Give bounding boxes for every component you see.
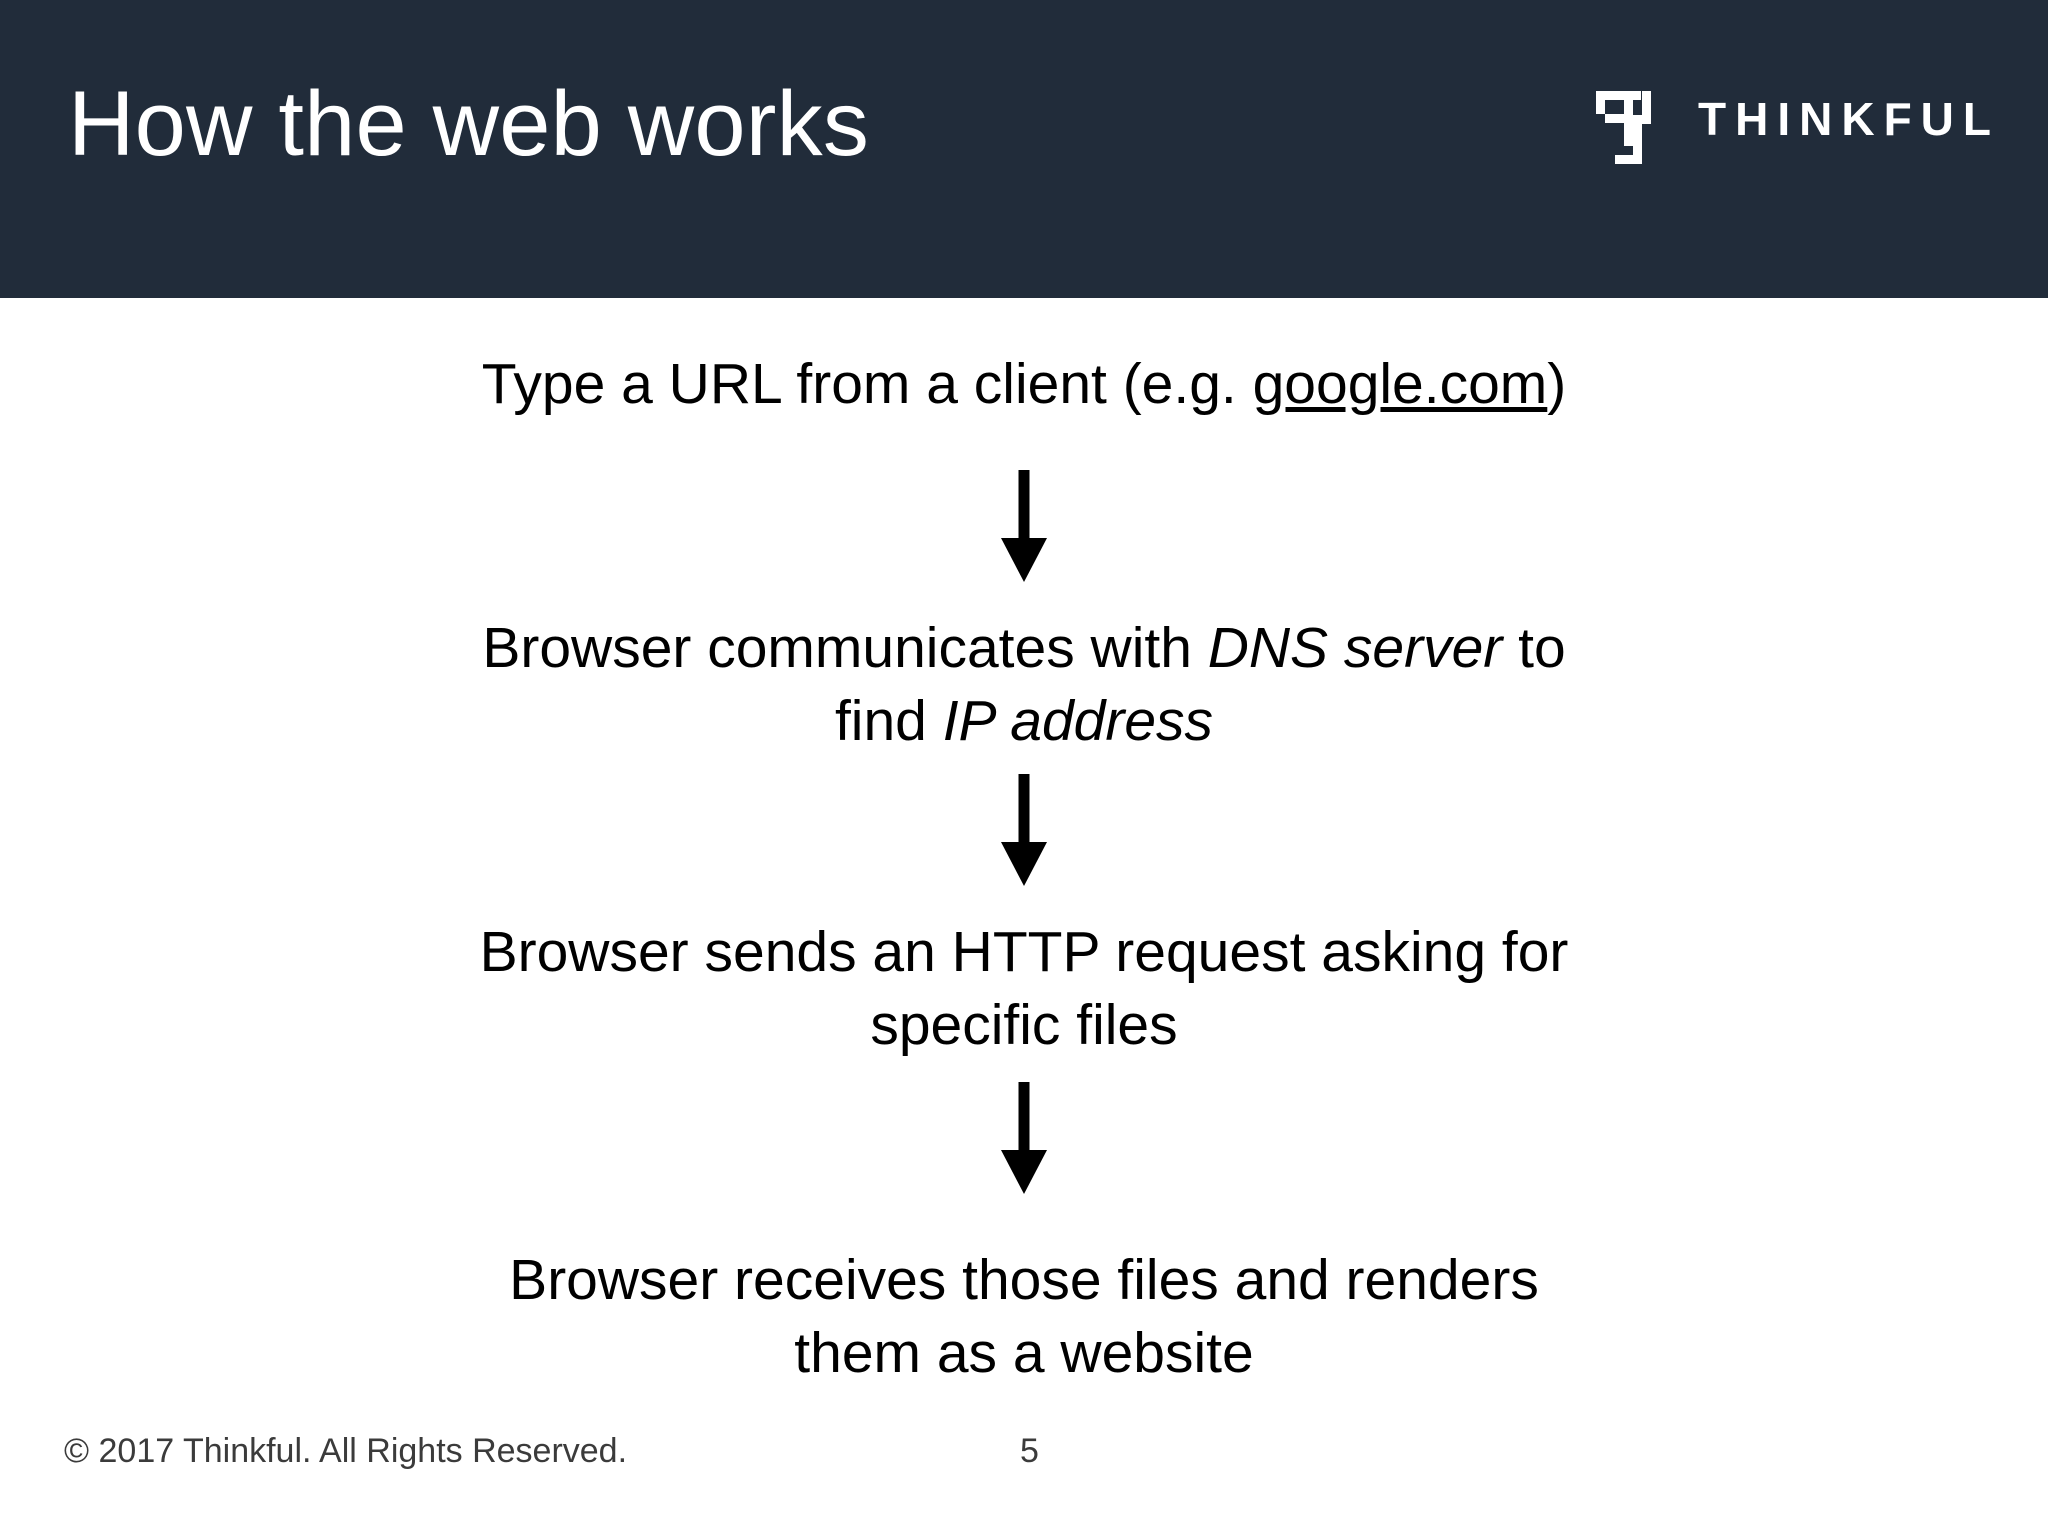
flow-step-text-suffix: ) [1547, 352, 1567, 416]
slide-header: How the web works THINKFUL [0, 0, 2048, 298]
down-arrow-icon [994, 774, 1054, 886]
flow-step-type-url: Type a URL from a client (e.g. google.co… [444, 348, 1604, 421]
thinkful-t-mark-icon [1596, 72, 1670, 164]
flow-step-text-part-2: to find [834, 616, 1566, 753]
flow-step-render: Browser receives those files and renders… [509, 1248, 1539, 1385]
copyright-notice: © 2017 Thinkful. All Rights Reserved. [64, 1432, 628, 1470]
flow-diagram: Type a URL from a client (e.g. google.co… [0, 298, 2048, 1408]
down-arrow-icon [994, 470, 1054, 582]
brand-wordmark: THINKFUL [1698, 93, 2000, 145]
brand-lockup: THINKFUL [1596, 72, 2000, 164]
page-title: How the web works [68, 73, 870, 175]
flow-step-dns-lookup: Browser communicates with DNS server to … [444, 612, 1604, 758]
google-url-link[interactable]: google.com [1252, 352, 1548, 416]
flow-step-text-part-1: Browser communicates with [482, 616, 1208, 680]
flow-step-text-prefix: Type a URL from a client (e.g. [481, 352, 1253, 416]
page-number: 5 [1020, 1432, 1039, 1470]
flow-step-http-request: Browser sends an HTTP request asking for… [479, 920, 1569, 1057]
flow-step-emphasis-ip-address: IP address [942, 688, 1214, 753]
down-arrow-icon [994, 1082, 1054, 1194]
flow-step-emphasis-dns-server: DNS server [1207, 616, 1503, 680]
slide-footer: © 2017 Thinkful. All Rights Reserved. 5 [0, 1408, 2048, 1536]
